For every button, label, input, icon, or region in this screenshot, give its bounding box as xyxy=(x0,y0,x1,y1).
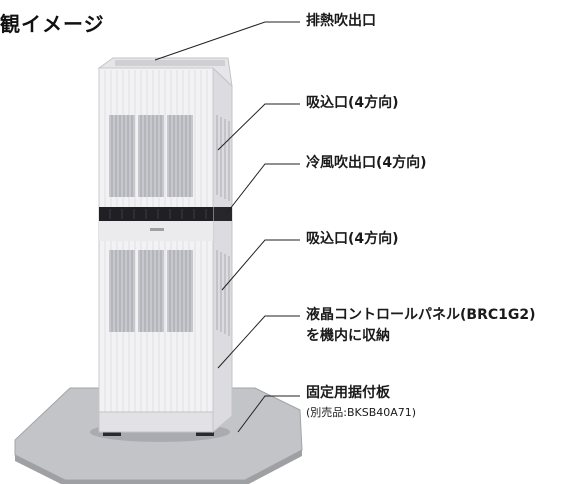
leader-base-plate xyxy=(237,395,300,433)
side-louver-lower xyxy=(216,250,230,336)
unit-plinth xyxy=(98,411,214,433)
leader-lines xyxy=(154,21,300,433)
label-panel-line2: を機内に収納 xyxy=(306,328,390,344)
page-title: 観イメージ xyxy=(0,12,105,36)
label-exhaust: 排熱吹出口 xyxy=(306,13,376,29)
leader-panel xyxy=(217,315,300,369)
leader-cold-air xyxy=(225,163,300,215)
cold-air-outlet-band xyxy=(99,207,213,221)
label-intake-lower: 吸込口(4方向) xyxy=(306,231,399,247)
side-band xyxy=(213,207,232,221)
brand-mark xyxy=(150,228,164,231)
exhaust-grille xyxy=(115,60,225,66)
cold-air-vanes xyxy=(109,209,207,219)
leader-exhaust xyxy=(154,21,300,61)
label-base-plate-note: (別売品:BKSB40A71) xyxy=(306,406,417,419)
leader-intake-lower xyxy=(221,239,300,291)
intake-grille-upper xyxy=(109,115,193,197)
label-panel-line1: 液晶コントロールパネル(BRC1G2) xyxy=(306,307,536,323)
label-intake-upper: 吸込口(4方向) xyxy=(306,95,399,111)
leader-intake-upper xyxy=(217,103,300,151)
label-cold-air: 冷風吹出口(4方向) xyxy=(306,155,427,171)
intake-grille-lower xyxy=(109,250,193,332)
side-louver-upper xyxy=(216,115,230,201)
label-base-plate: 固定用据付板 xyxy=(306,385,390,401)
